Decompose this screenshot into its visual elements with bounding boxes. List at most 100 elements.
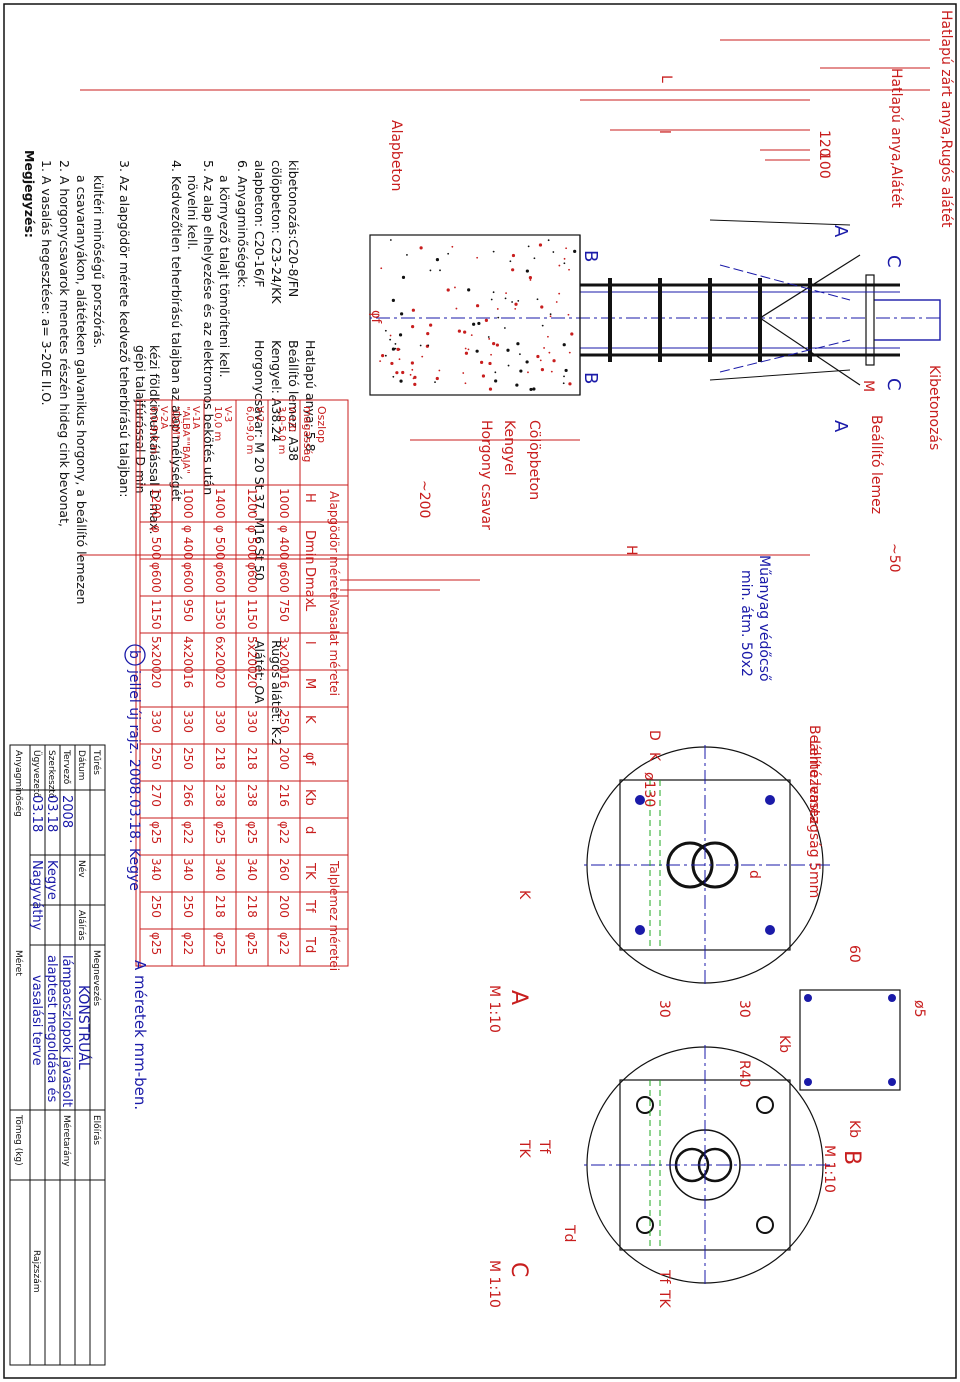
speckle bbox=[411, 308, 415, 312]
speckle bbox=[533, 257, 536, 260]
dim-H: H bbox=[623, 545, 639, 556]
speckle bbox=[394, 343, 397, 345]
table-header-cell: M bbox=[302, 678, 317, 689]
speckle bbox=[454, 286, 456, 289]
marker-A-top: A bbox=[830, 225, 851, 238]
table-cell: 3x200 bbox=[277, 636, 291, 674]
speckle bbox=[519, 369, 523, 373]
label-hatlapu-zart: Hatlapú zárt anya,Rugós alátét bbox=[938, 10, 954, 228]
soil-hatch bbox=[709, 219, 851, 381]
tb-tervezo: Tervező bbox=[61, 749, 71, 785]
table-cell: φ25 bbox=[213, 932, 227, 955]
table-cell: 250 bbox=[149, 895, 163, 918]
marker-B-top: B bbox=[580, 250, 601, 262]
table-cell: 20 bbox=[213, 673, 227, 688]
speckle bbox=[470, 334, 473, 337]
tb-tomeg: Tömeg (kg) bbox=[13, 1114, 23, 1166]
speckle bbox=[481, 374, 486, 378]
speckle bbox=[536, 298, 539, 301]
table-cell: 340 bbox=[181, 858, 195, 881]
table-header-cell: H bbox=[302, 493, 317, 503]
speckle bbox=[511, 253, 516, 258]
speckle bbox=[455, 307, 458, 310]
table-row-label: 10,0 m bbox=[212, 406, 223, 441]
speckle bbox=[401, 275, 406, 279]
table-cell: 330 bbox=[245, 710, 259, 733]
speckle bbox=[446, 288, 450, 292]
table-cell: φ600 bbox=[149, 562, 163, 593]
table-header-cell: Td bbox=[302, 936, 317, 953]
speckle bbox=[427, 344, 430, 347]
speckle bbox=[492, 342, 496, 346]
table-cell: 1200 bbox=[149, 488, 163, 519]
tb-alairas: Aláírás bbox=[76, 910, 86, 941]
speckle bbox=[392, 375, 395, 378]
table-cell: 20 bbox=[245, 673, 259, 688]
table-header-cell: K bbox=[302, 715, 317, 724]
table-cell: φ25 bbox=[149, 932, 163, 955]
speckle bbox=[464, 351, 469, 355]
marker-A-bot: A bbox=[830, 420, 851, 433]
table-row-label: V-1A bbox=[190, 406, 201, 429]
table-cell: 218 bbox=[245, 895, 259, 918]
table-cell: φ600 bbox=[181, 562, 195, 593]
table-group-header: Vasalat méretei bbox=[327, 602, 341, 696]
speckle bbox=[451, 245, 454, 248]
speckle bbox=[401, 370, 405, 375]
speckle bbox=[568, 351, 571, 354]
speckle bbox=[410, 361, 414, 365]
scale-B-m: M 1:10 bbox=[821, 1145, 837, 1193]
label-alapbeton: Alapbeton bbox=[388, 120, 404, 191]
speckle bbox=[438, 369, 441, 372]
table-cell: 330 bbox=[181, 710, 195, 733]
table-cell: 340 bbox=[245, 858, 259, 881]
speckle bbox=[536, 354, 540, 359]
table-cell: 1200 bbox=[245, 488, 259, 519]
speckle bbox=[389, 338, 392, 341]
dim-100: 100 bbox=[816, 152, 832, 179]
dim-l: l bbox=[656, 130, 672, 134]
speckle bbox=[511, 268, 515, 272]
table-cell: φ22 bbox=[181, 821, 195, 844]
tb-title1: lámpaoszlopok javasolt bbox=[59, 955, 74, 1107]
tb-turas: Tűrés bbox=[91, 749, 102, 775]
table-cell: 200 bbox=[277, 747, 291, 770]
table-header-cell: TK bbox=[302, 862, 317, 880]
speckle bbox=[463, 330, 467, 334]
table-cell: 1000 bbox=[277, 488, 291, 519]
note-4a: 4. Kedvezőtlen teherbírású talajban az a… bbox=[169, 160, 184, 501]
speckle bbox=[514, 307, 517, 310]
label-kibetonozas: Kibetonozás bbox=[926, 365, 942, 450]
table-cell: 250 bbox=[181, 747, 195, 770]
dim-Kb2: Kb bbox=[846, 1120, 862, 1138]
table-cell: 340 bbox=[213, 858, 227, 881]
notes-block: Megjegyzés: 1. A vasalás hegesztése: a= … bbox=[22, 150, 318, 746]
table-cell: 1000 bbox=[181, 488, 195, 519]
label-hatlapu-anya: Hatlapú anya,Alátét bbox=[888, 68, 904, 208]
concrete-speckles bbox=[379, 239, 577, 392]
speckle bbox=[527, 245, 530, 248]
speckle bbox=[565, 247, 568, 250]
table-cell: 270 bbox=[149, 784, 163, 807]
table-header-cell: Dmax bbox=[302, 567, 317, 606]
speckle bbox=[552, 251, 555, 253]
label-csolopbeton: Cölöpbeton bbox=[526, 420, 542, 500]
table-cell: 5x200 bbox=[149, 636, 163, 674]
scale-B: B bbox=[839, 1150, 864, 1165]
note-5a: 5. Az alap elhelyezése és az elektromos … bbox=[201, 160, 216, 495]
label-bealllito-lemez: Beállító lemez bbox=[868, 415, 884, 514]
dimension-lines bbox=[80, 39, 930, 591]
speckle bbox=[380, 267, 383, 270]
dim-K2: K bbox=[516, 890, 532, 900]
speckle bbox=[547, 335, 549, 338]
table-cell: φ 500 bbox=[213, 525, 227, 560]
speckle bbox=[529, 279, 532, 281]
dim-K: K bbox=[646, 752, 662, 762]
tb-datum: Dátum bbox=[76, 750, 86, 780]
table-cell: 330 bbox=[149, 710, 163, 733]
speckle bbox=[462, 372, 465, 374]
speckle bbox=[389, 239, 392, 241]
dim-d: d bbox=[746, 870, 762, 879]
speckle bbox=[558, 264, 561, 267]
